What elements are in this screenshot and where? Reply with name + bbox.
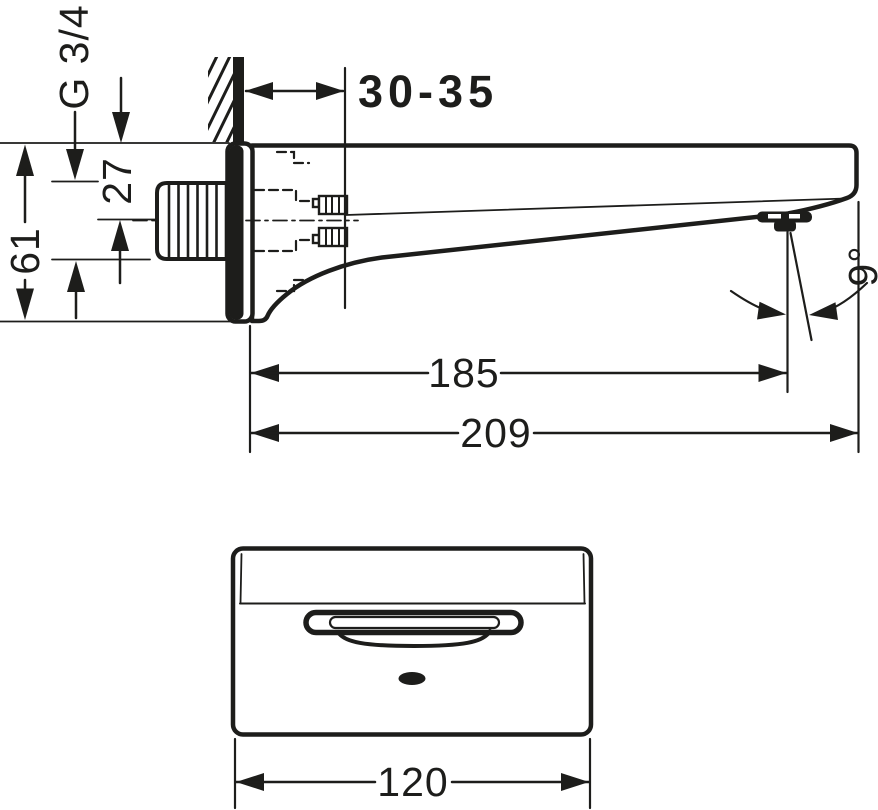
wall-hatch-pattern [208, 57, 234, 142]
arrowhead [316, 82, 344, 100]
front-view: 120 [230, 546, 594, 810]
dimension-label-wall-depth: 30-35 [358, 66, 498, 117]
arrowhead [111, 220, 129, 251]
arrowhead [245, 82, 273, 100]
arrowhead [830, 424, 858, 442]
arrowhead [16, 288, 34, 320]
arrowhead [112, 112, 130, 143]
dimension-wall-depth: 30-35 [244, 66, 498, 117]
dimension-label-reach: 185 [428, 350, 499, 396]
spout-body-outline [249, 143, 859, 324]
threaded-pipe [155, 181, 234, 261]
hidden-fitting-edges [253, 150, 319, 293]
front-diverter-dot [398, 672, 426, 685]
side-view: 30-35 61 G 3/4 27 [0, 4, 878, 456]
arrowhead [809, 302, 838, 321]
arrowhead [561, 773, 589, 791]
dimension-label-center: 27 [94, 157, 140, 205]
outlet-nozzle [757, 211, 812, 232]
escutcheon [225, 141, 255, 324]
dimension-label-width: 120 [377, 759, 448, 805]
arrowhead [66, 149, 84, 180]
dimension-total-length: 209 [249, 410, 860, 456]
dimension-label-total-length: 209 [460, 410, 531, 456]
arrowhead [16, 144, 34, 176]
dimension-label-thread: G 3/4 [51, 4, 97, 109]
connector-nipple [311, 194, 349, 248]
dimension-spray-angle: 9° [729, 230, 878, 394]
dimension-top-to-center: 27 [94, 76, 156, 285]
arrowhead [757, 301, 786, 320]
dimension-front-width: 120 [233, 737, 592, 810]
wall-surface-bar [233, 57, 244, 143]
front-body-outline [230, 546, 594, 737]
dimension-label-height: 61 [2, 227, 48, 275]
stream-angle-line [789, 231, 813, 342]
front-chamfer-right [582, 553, 586, 604]
front-outlet [303, 609, 524, 649]
dimension-overall-height: 61 [2, 144, 48, 320]
arrowhead [758, 364, 787, 382]
dimension-thread: G 3/4 [51, 4, 151, 320]
arrowhead [67, 261, 85, 292]
front-chamfer-left [239, 553, 243, 604]
spout-inner-edge-line [345, 197, 847, 216]
dimension-reach: 185 [249, 350, 788, 396]
